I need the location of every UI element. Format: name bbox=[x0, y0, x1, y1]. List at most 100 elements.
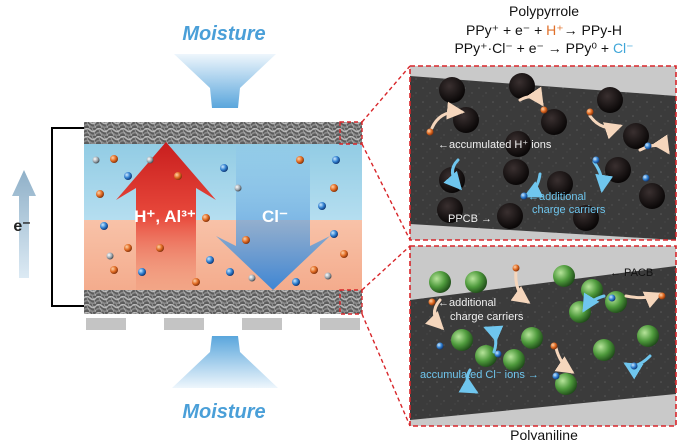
ppcb-particle bbox=[503, 159, 529, 185]
h-ion bbox=[202, 214, 210, 222]
h-ion bbox=[192, 278, 200, 286]
pacb-particle bbox=[521, 327, 543, 349]
h-ion bbox=[540, 106, 548, 114]
al-ion bbox=[324, 272, 332, 280]
h-ion bbox=[586, 108, 594, 116]
h-ion bbox=[156, 244, 164, 252]
top-zoom-panel: ←accumulated H⁺ ions ←additional charge … bbox=[409, 65, 677, 241]
cl-ion bbox=[220, 164, 228, 172]
cation-label: H⁺, Al³⁺ bbox=[134, 207, 196, 226]
h-ion bbox=[110, 266, 118, 274]
al-ion bbox=[146, 156, 154, 164]
h-ion bbox=[110, 155, 118, 163]
cl-ion bbox=[592, 156, 600, 164]
substrate-pad bbox=[320, 318, 360, 330]
moisture-top-label: Moisture bbox=[182, 23, 265, 45]
bottom-electrode bbox=[84, 290, 362, 314]
cl-ion bbox=[206, 256, 214, 264]
ppcb-particle bbox=[541, 109, 567, 135]
cl-ion bbox=[138, 268, 146, 276]
top-electrode bbox=[84, 122, 362, 144]
electrolyte-ions bbox=[92, 155, 348, 286]
h-ion bbox=[242, 236, 250, 244]
cl-ion bbox=[318, 202, 326, 210]
top-panel-title: Polypyrrole bbox=[509, 3, 579, 19]
ppcb-particle bbox=[623, 123, 649, 149]
ppcb-particle bbox=[605, 157, 631, 183]
al-ion bbox=[234, 184, 242, 192]
ppcb-particle bbox=[597, 87, 623, 113]
cl-ion bbox=[520, 192, 528, 200]
cl-ion bbox=[124, 172, 132, 180]
cl-ion bbox=[608, 294, 616, 302]
substrate-pad bbox=[86, 318, 126, 330]
cation-transport-arrow bbox=[116, 142, 216, 290]
h-ion bbox=[426, 128, 434, 136]
h-ion bbox=[550, 342, 558, 350]
h-ion bbox=[330, 184, 338, 192]
cl-ion bbox=[436, 342, 444, 350]
ppcb-particle bbox=[505, 131, 531, 157]
substrate-pad bbox=[242, 318, 282, 330]
pacb-particle bbox=[451, 329, 473, 351]
anion-transport-arrow bbox=[216, 146, 330, 290]
pacb-particle bbox=[555, 373, 577, 395]
anion-label: Cl⁻ bbox=[262, 207, 288, 226]
al-ion bbox=[248, 274, 256, 282]
cl-ion bbox=[330, 230, 338, 238]
pacb-particle bbox=[593, 339, 615, 361]
additional-carriers-label-2: charge carriers bbox=[450, 311, 524, 323]
bottom-panel-title: Polyaniline bbox=[510, 427, 578, 440]
al-ion bbox=[106, 252, 114, 260]
cl-ion bbox=[552, 372, 560, 380]
h-ion bbox=[296, 156, 304, 164]
cl-ion bbox=[292, 278, 300, 286]
moisture-down-arrow bbox=[174, 54, 276, 108]
substrate-pad bbox=[164, 318, 204, 330]
ppcb-particle bbox=[439, 77, 465, 103]
cl-ion bbox=[642, 174, 650, 182]
h-ion bbox=[512, 264, 520, 272]
ppcb-particle bbox=[573, 205, 599, 231]
accumulated-cl-ions-label: accumulated Cl⁻ ions → bbox=[420, 369, 539, 381]
ppcb-particle bbox=[509, 73, 535, 99]
pacb-particle bbox=[605, 291, 627, 313]
h-ion bbox=[96, 190, 104, 198]
pacb-particle bbox=[637, 325, 659, 347]
h-ion bbox=[658, 292, 666, 300]
pacb-particle bbox=[429, 271, 451, 293]
ppcb-particle bbox=[497, 203, 523, 229]
cl-ion bbox=[494, 350, 502, 358]
cl-ion bbox=[332, 156, 340, 164]
h-ion bbox=[428, 298, 436, 306]
zoom-connectors bbox=[339, 65, 411, 427]
ppcb-label: PPCB → bbox=[448, 213, 492, 225]
electrolyte-bottom-layer bbox=[84, 220, 362, 292]
bottom-zoom-panel: ← PACB ←additional charge carriers accum… bbox=[409, 245, 677, 427]
pacb-particle bbox=[465, 271, 487, 293]
cl-ion bbox=[100, 222, 108, 230]
cl-ion bbox=[630, 362, 638, 370]
electron-arrow bbox=[12, 170, 36, 278]
additional-carriers-label-1: ←additional bbox=[528, 191, 586, 203]
electron-label: e⁻ bbox=[13, 218, 30, 235]
cl-ion bbox=[226, 268, 234, 276]
accumulated-h-ions-label: ←accumulated H⁺ ions bbox=[438, 139, 552, 151]
moisture-up-arrow bbox=[172, 336, 278, 388]
additional-carriers-label-2: charge carriers bbox=[532, 204, 606, 216]
additional-carriers-label-1: ←additional bbox=[438, 297, 496, 309]
moisture-bottom-label: Moisture bbox=[182, 401, 265, 423]
equation-polypyrrole-h: PPy⁺ + e⁻ + H⁺→ PPy-H bbox=[466, 22, 622, 38]
pacb-particle bbox=[475, 345, 497, 367]
h-ion bbox=[310, 266, 318, 274]
h-ion bbox=[340, 250, 348, 258]
h-ion bbox=[124, 244, 132, 252]
ppcb-particle bbox=[547, 171, 573, 197]
ppcb-particle bbox=[639, 183, 665, 209]
pacb-particle bbox=[553, 265, 575, 287]
electrolyte-top-layer bbox=[84, 144, 362, 220]
h-ion bbox=[174, 172, 182, 180]
cl-ion bbox=[644, 142, 652, 150]
